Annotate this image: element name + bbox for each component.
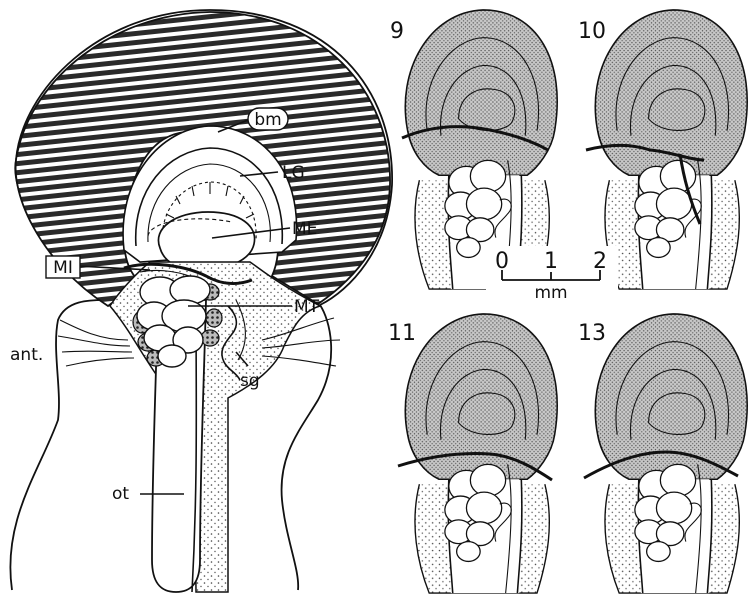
panel-13: 13 bbox=[578, 314, 747, 593]
label-me: ME bbox=[292, 219, 317, 239]
scale-bar: 0 1 2 mm bbox=[486, 246, 618, 303]
label-sg: sg bbox=[240, 371, 260, 391]
label-ant: ant. bbox=[10, 345, 43, 365]
label-ot: ot bbox=[112, 484, 129, 504]
panel-11: 11 bbox=[388, 314, 557, 593]
panel-number-13: 13 bbox=[578, 321, 606, 346]
panel-number-9: 9 bbox=[390, 19, 404, 44]
label-mt: MT bbox=[294, 297, 320, 317]
scale-tick-1: 1 bbox=[544, 249, 558, 274]
scale-unit: mm bbox=[534, 283, 567, 303]
label-bm: bm bbox=[254, 110, 281, 130]
scale-tick-0: 0 bbox=[495, 249, 509, 274]
main-drawing bbox=[10, 10, 392, 592]
label-lg: LG bbox=[282, 163, 305, 183]
panel-number-11: 11 bbox=[388, 321, 416, 346]
scale-tick-2: 2 bbox=[593, 249, 607, 274]
label-mi: MI bbox=[53, 258, 73, 278]
panel-number-10: 10 bbox=[578, 19, 606, 44]
